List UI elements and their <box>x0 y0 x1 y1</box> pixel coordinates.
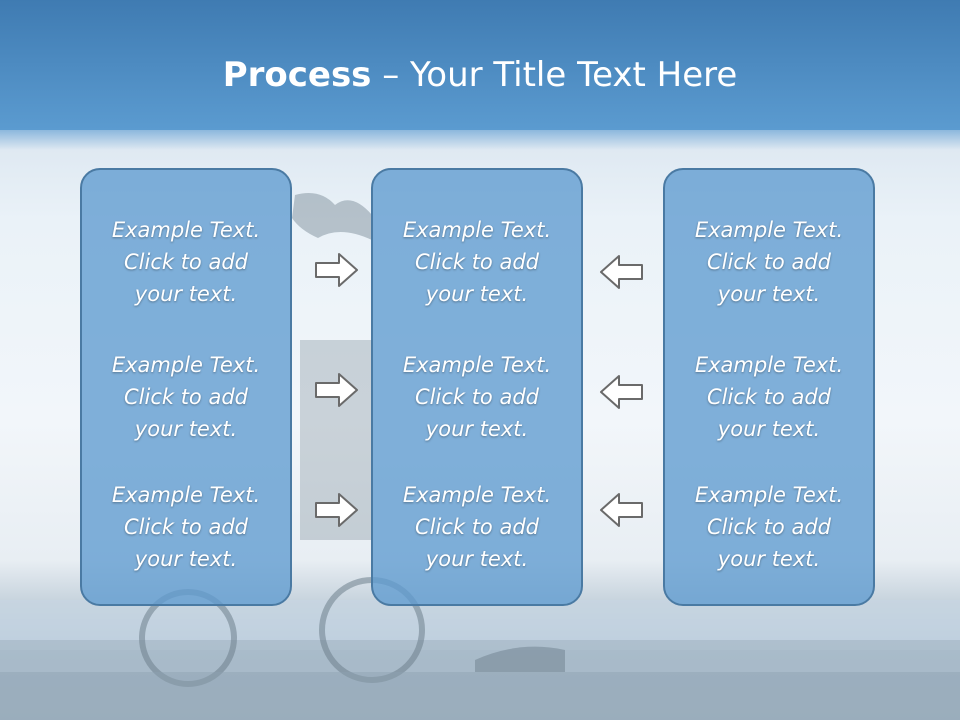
text-line: Click to add <box>414 385 539 409</box>
arrow-right-icon <box>315 373 358 407</box>
text-line: your text. <box>425 547 529 571</box>
arrow-right-icon <box>315 493 358 527</box>
text-line: Example Text. <box>402 218 552 242</box>
text-line: Click to add <box>706 250 831 274</box>
text-line: your text. <box>134 417 238 441</box>
slide-title[interactable]: Process – Your Title Text Here <box>0 52 960 98</box>
text-line: Click to add <box>123 250 248 274</box>
process-box-center[interactable]: Example Text. Click to add your text. Ex… <box>371 168 583 606</box>
text-line: Example Text. <box>402 483 552 507</box>
process-box-left[interactable]: Example Text. Click to add your text. Ex… <box>80 168 292 606</box>
text-line: your text. <box>717 547 821 571</box>
arrow-left-icon <box>600 375 643 409</box>
text-line: your text. <box>425 282 529 306</box>
box-text[interactable]: Example Text. Click to add your text. <box>665 349 873 445</box>
text-line: Example Text. <box>694 483 844 507</box>
title-bar <box>0 0 960 130</box>
text-line: Click to add <box>706 515 831 539</box>
box-text[interactable]: Example Text. Click to add your text. <box>665 479 873 575</box>
title-bold: Process <box>222 55 372 95</box>
process-box-right[interactable]: Example Text. Click to add your text. Ex… <box>663 168 875 606</box>
box-text[interactable]: Example Text. Click to add your text. <box>82 214 290 310</box>
text-line: Example Text. <box>111 483 261 507</box>
text-line: your text. <box>425 417 529 441</box>
box-text[interactable]: Example Text. Click to add your text. <box>373 479 581 575</box>
text-line: your text. <box>134 547 238 571</box>
title-rest: – Your Title Text Here <box>371 55 738 95</box>
box-text[interactable]: Example Text. Click to add your text. <box>82 479 290 575</box>
text-line: your text. <box>717 282 821 306</box>
arrow-right-icon <box>315 253 358 287</box>
text-line: Example Text. <box>694 353 844 377</box>
text-line: your text. <box>717 417 821 441</box>
text-line: Click to add <box>706 385 831 409</box>
text-line: Example Text. <box>694 218 844 242</box>
arrow-left-icon <box>600 255 643 289</box>
box-text[interactable]: Example Text. Click to add your text. <box>82 349 290 445</box>
box-text[interactable]: Example Text. Click to add your text. <box>373 214 581 310</box>
text-line: your text. <box>134 282 238 306</box>
box-text[interactable]: Example Text. Click to add your text. <box>373 349 581 445</box>
text-line: Click to add <box>123 515 248 539</box>
text-line: Example Text. <box>402 353 552 377</box>
text-line: Example Text. <box>111 218 261 242</box>
text-line: Click to add <box>123 385 248 409</box>
text-line: Example Text. <box>111 353 261 377</box>
text-line: Click to add <box>414 515 539 539</box>
box-text[interactable]: Example Text. Click to add your text. <box>665 214 873 310</box>
text-line: Click to add <box>414 250 539 274</box>
arrow-left-icon <box>600 493 643 527</box>
